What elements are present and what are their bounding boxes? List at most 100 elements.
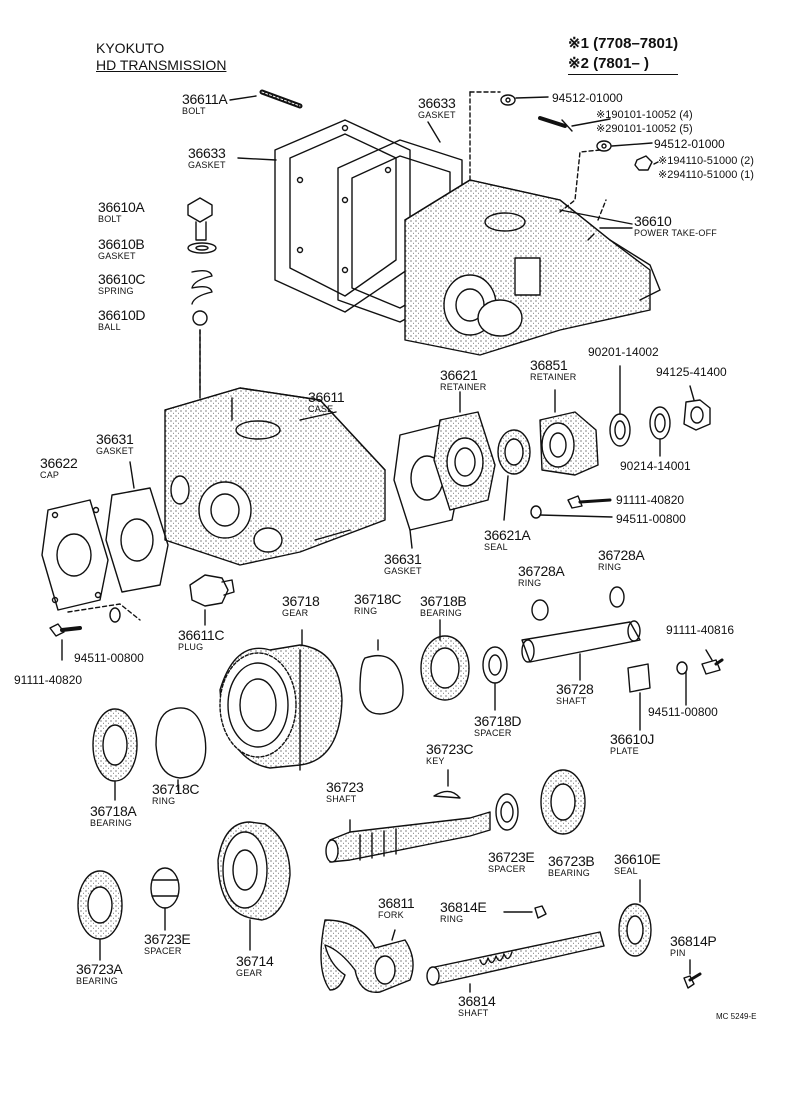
- part-name: GEAR: [282, 608, 309, 618]
- part-name: PLUG: [178, 642, 204, 652]
- part-number: 36723C: [426, 741, 474, 757]
- spacer-36723e-lower-drawing: [150, 867, 180, 931]
- part-name: BEARING: [76, 976, 118, 986]
- ref-part-number: ※290101-10052 (5): [596, 123, 693, 135]
- title-line-2: HD TRANSMISSION: [96, 57, 227, 73]
- part-number: 36631: [384, 551, 422, 567]
- part-number: 36622: [40, 455, 78, 471]
- ref-part-number: ※190101-10052 (4): [596, 109, 693, 121]
- part-name: BEARING: [548, 868, 590, 878]
- cap-36622-drawing: [41, 499, 109, 611]
- shaft-36728-drawing: [521, 620, 641, 681]
- seal-36621a-drawing: [497, 429, 531, 521]
- spacer-36718d-drawing: [482, 646, 508, 711]
- gear-36714-drawing: [217, 821, 291, 951]
- part-name: SHAFT: [326, 794, 357, 804]
- ring-36814e-drawing: [503, 905, 547, 919]
- part-number: 36611C: [178, 627, 225, 643]
- part-number: 36814: [458, 993, 496, 1009]
- part-name: SEAL: [614, 866, 638, 876]
- part-name: FORK: [378, 910, 404, 920]
- part-number: 36718C: [152, 781, 200, 797]
- ref-part-number: ※294110-51000 (1): [658, 169, 754, 181]
- ref-part-number: 94511-00800: [616, 512, 686, 526]
- bearing-36723b-drawing: [540, 769, 586, 835]
- part-number: 36610D: [98, 307, 146, 323]
- small-bolt-washer-drawing: [530, 495, 613, 519]
- ring-36718c-drawing: [359, 639, 404, 715]
- part-name: SPACER: [474, 728, 512, 738]
- ref-part-number: 91111-40816: [666, 623, 735, 637]
- ref-part-number: 94512-01000: [552, 91, 623, 105]
- bearing-36718b-drawing: [420, 619, 470, 701]
- ref-part-number: 94511-00800: [74, 651, 144, 665]
- part-number: 36723E: [144, 931, 191, 947]
- ref-part-number: ※194110-51000 (2): [658, 155, 754, 167]
- part-number: 36723A: [76, 961, 123, 977]
- gasket-36633-rear-drawing: [237, 119, 411, 313]
- part-name: BEARING: [420, 608, 462, 618]
- part-name: SPACER: [488, 864, 526, 874]
- part-name: SHAFT: [458, 1008, 489, 1018]
- part-name: PLATE: [610, 746, 639, 756]
- part-name: SHAFT: [556, 696, 587, 706]
- part-name: GASKET: [96, 446, 134, 456]
- ref-part-number: 90201-14002: [588, 345, 659, 359]
- ref-part-number: 91111-40820: [616, 493, 685, 507]
- part-number: 36611A: [182, 91, 228, 107]
- part-number: 36723E: [488, 849, 535, 865]
- part-number: 36723B: [548, 853, 595, 869]
- part-number: 36718C: [354, 591, 402, 607]
- part-name: BEARING: [90, 818, 132, 828]
- pin-36814p-drawing: [683, 959, 702, 989]
- bolt-36611a-drawing: [229, 89, 303, 109]
- part-number: 36610C: [98, 271, 146, 287]
- power-take-off-housing-drawing: [404, 91, 661, 356]
- part-number: 36718A: [90, 803, 137, 819]
- key-36723c-drawing: [433, 769, 461, 799]
- part-number: 36621: [440, 367, 478, 383]
- part-number: 36728: [556, 681, 594, 697]
- shaft-36723-drawing: [325, 811, 491, 863]
- part-number: 36610: [634, 213, 672, 229]
- fork-36811-drawing: [320, 919, 414, 994]
- part-name: SEAL: [484, 542, 508, 552]
- part-number: 36718: [282, 593, 320, 609]
- bearing-36718a-drawing: [92, 708, 138, 801]
- part-name: BOLT: [182, 106, 206, 116]
- ref-part-number: 90214-14001: [620, 459, 691, 473]
- part-number: 36610E: [614, 851, 661, 867]
- part-name: RING: [440, 914, 464, 924]
- part-number: 36714: [236, 953, 274, 969]
- part-number: 36611: [308, 389, 345, 405]
- part-number: 36728A: [518, 563, 565, 579]
- part-number: 36633: [188, 145, 226, 161]
- ref-part-number: 94511-00800: [648, 705, 718, 719]
- title-line-1: KYOKUTO: [96, 40, 165, 56]
- part-number: 36723: [326, 779, 364, 795]
- part-number: 36851: [530, 357, 568, 373]
- cap-screw-drawing: [49, 603, 141, 661]
- part-number: 36718B: [420, 593, 467, 609]
- plate-36610j-drawing: [627, 663, 651, 731]
